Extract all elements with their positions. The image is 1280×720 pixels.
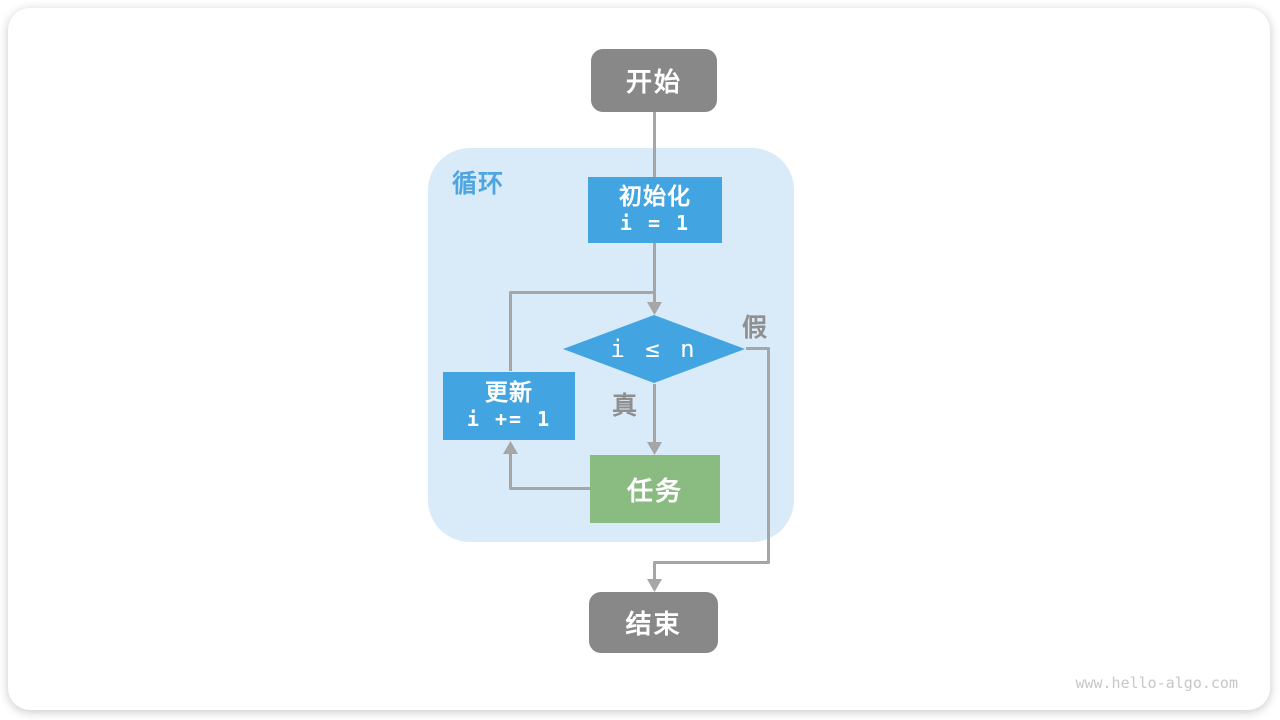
arrowhead-into-condition <box>647 302 662 315</box>
condition-label: i ≤ n <box>610 335 698 363</box>
watermark-text: www.hello-algo.com <box>1075 674 1238 692</box>
arrowhead-into-update <box>503 441 518 454</box>
task-node: 任务 <box>590 455 720 523</box>
init-node: 初始化 i = 1 <box>588 177 722 243</box>
update-node: 更新 i += 1 <box>443 372 575 440</box>
update-node-code: i += 1 <box>466 407 552 432</box>
edge-task-to-update <box>509 453 590 490</box>
false-branch-label: 假 <box>742 313 768 342</box>
arrowhead-into-task <box>647 442 662 455</box>
loop-scope-label: 循环 <box>452 169 505 198</box>
update-node-title: 更新 <box>485 379 533 406</box>
init-node-code: i = 1 <box>619 211 691 236</box>
edge-condition-false-to-end <box>653 347 770 580</box>
true-branch-label: 真 <box>612 391 638 420</box>
start-node: 开始 <box>591 49 717 112</box>
arrowhead-into-end <box>647 579 662 592</box>
init-node-title: 初始化 <box>619 183 691 210</box>
end-node: 结束 <box>589 592 718 653</box>
start-node-label: 开始 <box>625 68 682 98</box>
task-node-label: 任务 <box>626 476 683 507</box>
end-node-label: 结束 <box>625 610 682 640</box>
edge-update-loopback <box>509 291 653 371</box>
